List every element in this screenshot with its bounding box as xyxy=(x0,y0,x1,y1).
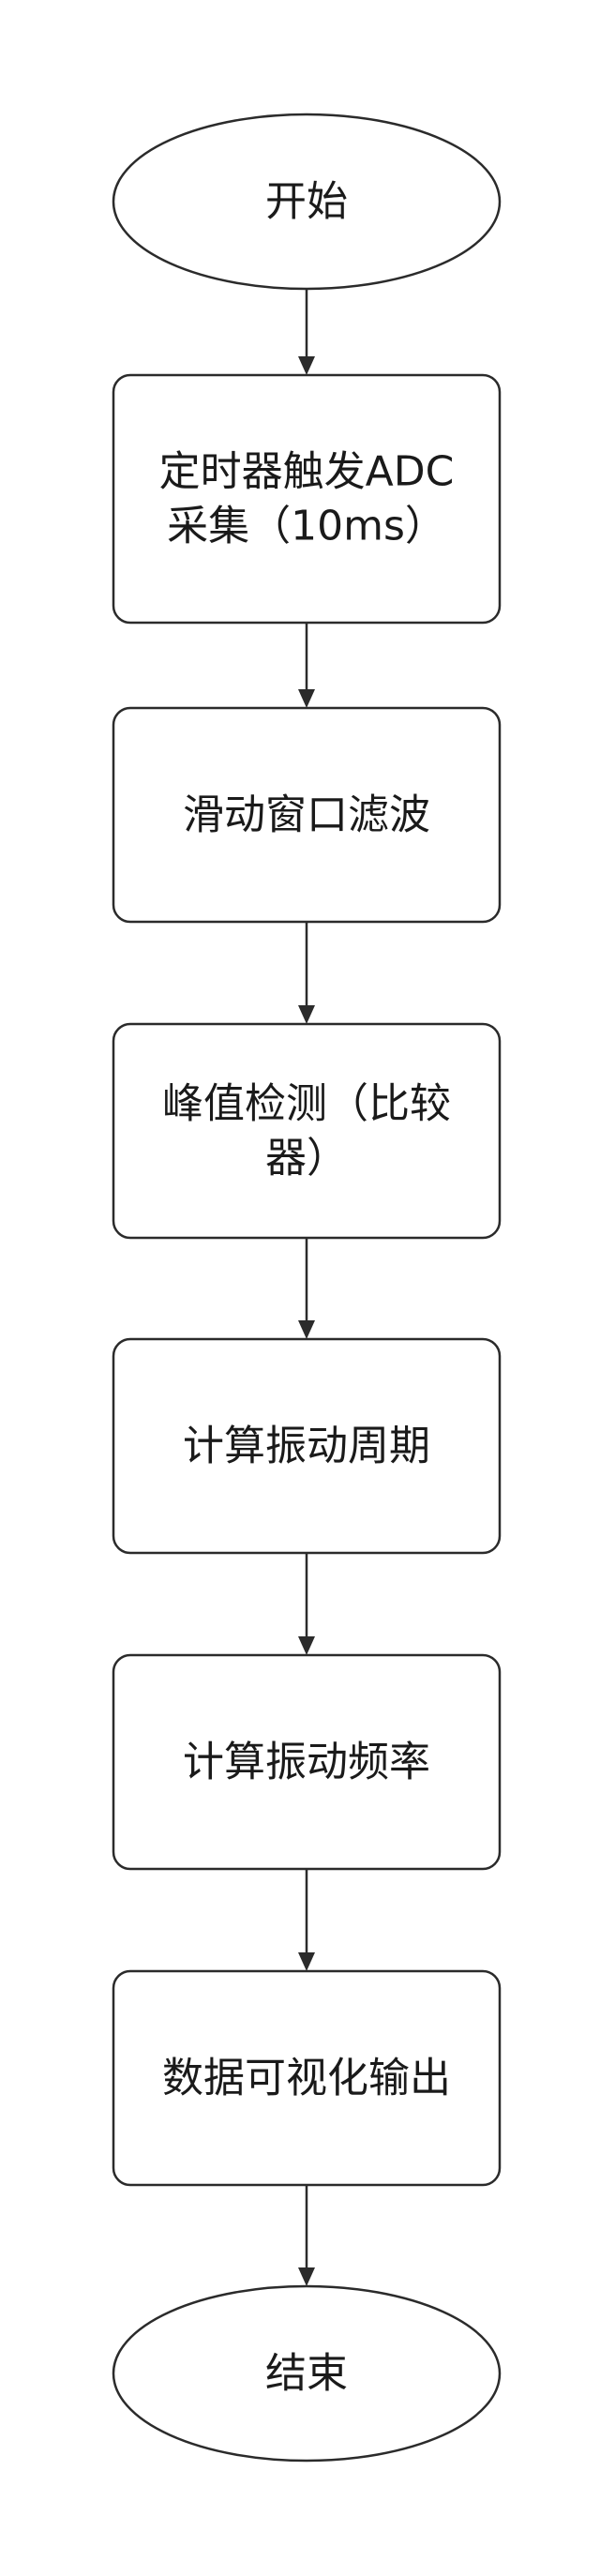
filter-label-line-1: 滑动窗口滤波 xyxy=(183,791,430,839)
arrow-peak-to-period xyxy=(298,1238,315,1339)
node-end: 结束 xyxy=(112,2284,502,2463)
adc-label-line-1: 定时器触发ADC xyxy=(159,448,455,496)
node-adc: 定时器触发ADC 采集（10ms） xyxy=(112,373,502,625)
freq-box xyxy=(112,1653,502,1871)
filter-box xyxy=(112,706,502,924)
node-freq: 计算振动频率 xyxy=(112,1653,502,1871)
arrowhead-icon xyxy=(298,1952,315,1971)
node-period: 计算振动周期 xyxy=(112,1337,502,1555)
peak-label-line-1: 峰值检测（比较 xyxy=(162,1080,451,1128)
period-label-line-1: 计算振动周期 xyxy=(183,1423,430,1470)
period-box xyxy=(112,1337,502,1555)
edges-layer xyxy=(298,289,315,2286)
node-filter: 滑动窗口滤波 xyxy=(112,706,502,924)
arrowhead-icon xyxy=(298,2267,315,2286)
arrow-start-to-adc xyxy=(298,289,315,375)
end-label-line-1: 结束 xyxy=(265,2350,348,2398)
node-viz: 数据可视化输出 xyxy=(112,1969,502,2187)
node-start: 开始 xyxy=(112,113,502,291)
viz-label-line-1: 数据可视化输出 xyxy=(162,2055,451,2102)
arrow-adc-to-filter xyxy=(298,623,315,708)
arrowhead-icon xyxy=(298,1005,315,1024)
adc-label-line-2: 采集（10ms） xyxy=(167,503,446,550)
arrow-filter-to-peak xyxy=(298,922,315,1024)
start-label-line-1: 开始 xyxy=(265,178,348,226)
viz-box xyxy=(112,1969,502,2187)
arrowhead-icon xyxy=(298,1320,315,1339)
end-ellipse xyxy=(112,2284,502,2463)
adc-box xyxy=(112,373,502,625)
arrowhead-icon xyxy=(298,356,315,375)
arrow-period-to-freq xyxy=(298,1553,315,1655)
freq-label-line-1: 计算振动频率 xyxy=(183,1739,430,1786)
arrowhead-icon xyxy=(298,1636,315,1655)
arrow-freq-to-viz xyxy=(298,1869,315,1971)
peak-box xyxy=(112,1022,502,1240)
nodes-layer: 开始定时器触发ADC采集（10ms）滑动窗口滤波峰值检测（比较器）计算振动周期计… xyxy=(112,113,502,2463)
arrowhead-icon xyxy=(298,689,315,708)
peak-label-line-2: 器） xyxy=(265,1135,348,1183)
start-ellipse xyxy=(112,113,502,291)
node-peak: 峰值检测（比较器） xyxy=(112,1022,502,1240)
arrow-viz-to-end xyxy=(298,2185,315,2286)
